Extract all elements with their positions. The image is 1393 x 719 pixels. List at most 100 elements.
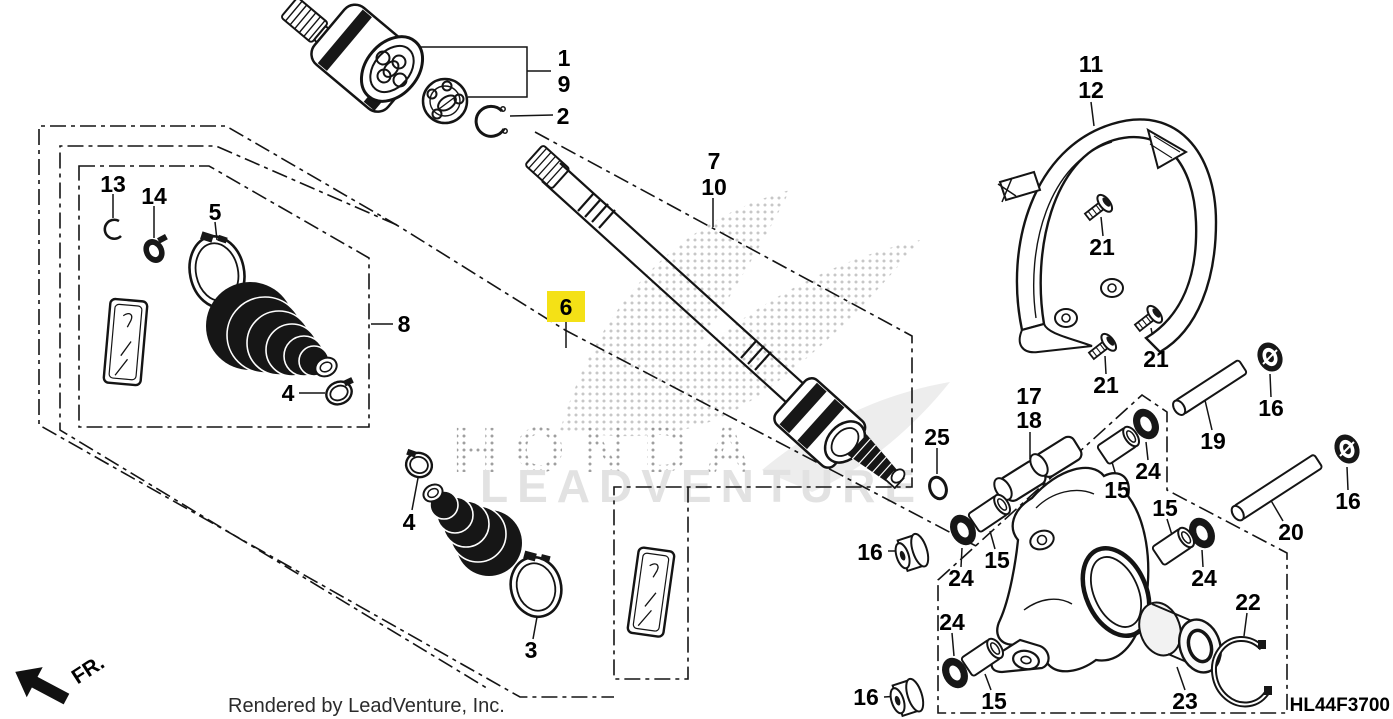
dust-seal-24-b-drawing[interactable] (1184, 513, 1220, 553)
seal-16-upper-drawing[interactable] (1253, 338, 1287, 375)
set-ring-13-drawing[interactable] (103, 218, 122, 241)
callout-number: 20 (1278, 519, 1304, 545)
callout-number: 4 (403, 509, 416, 535)
dust-seal-24-d-drawing[interactable] (937, 653, 973, 693)
boot-clamp-4-lower-drawing[interactable] (403, 448, 436, 481)
callout-number: 6 (560, 294, 573, 320)
callout-number: 22 (1235, 589, 1261, 615)
bearing-23-drawing[interactable] (1133, 597, 1228, 678)
front-direction-indicator: FR. (15, 651, 109, 705)
callout-number: 9 (558, 71, 571, 97)
dowel-pin-20-drawing[interactable] (1229, 454, 1323, 522)
callout-number: 10 (701, 174, 727, 200)
part-callout-24[interactable]: 24 (1135, 458, 1161, 484)
boot-band-3-drawing[interactable] (504, 550, 567, 623)
inboard-joint-drawing[interactable] (281, 0, 435, 117)
cap-16-lower-drawing[interactable] (887, 677, 927, 719)
part-callout-12[interactable]: 12 (1078, 77, 1104, 103)
dust-seal-24-c-drawing[interactable] (945, 510, 981, 550)
callout-number: 5 (209, 199, 222, 225)
driveshaft-drawing[interactable] (525, 145, 807, 405)
part-callout-16[interactable]: 16 (1258, 395, 1284, 421)
part-callout-17[interactable]: 17 (1016, 383, 1042, 409)
part-callout-5[interactable]: 5 (209, 199, 222, 225)
snap-ring-2-drawing[interactable] (474, 104, 508, 138)
part-callout-24[interactable]: 24 (1191, 565, 1217, 591)
inboard-boot-drawing[interactable] (206, 282, 340, 380)
seal-16-right-drawing[interactable] (1330, 430, 1364, 467)
footer-credit: Rendered by LeadVenture, Inc. (228, 695, 505, 717)
callout-number: 14 (141, 183, 167, 209)
bushing-15-b-drawing[interactable] (1151, 525, 1197, 566)
part-callout-15[interactable]: 15 (1104, 477, 1130, 503)
part-callout-14[interactable]: 14 (141, 183, 167, 209)
part-callout-4[interactable]: 4 (403, 509, 416, 535)
part-callout-22[interactable]: 22 (1235, 589, 1261, 615)
knuckle-drawing[interactable] (990, 434, 1162, 674)
part-callout-24[interactable]: 24 (948, 565, 974, 591)
knuckle-box-17-18 (937, 393, 1288, 714)
stopper-ring-14-drawing[interactable] (139, 234, 168, 267)
diagram-code: HL44F3700 (1290, 695, 1390, 716)
o-ring-25-drawing[interactable] (927, 475, 950, 501)
dust-seal-24-a-drawing[interactable] (1128, 404, 1164, 444)
part-callout-10[interactable]: 10 (701, 174, 727, 200)
snap-ring-22-drawing[interactable] (1210, 636, 1272, 708)
watermark-brand-text: HONDA (453, 414, 768, 486)
honda-wing-watermark (560, 190, 920, 437)
part-callout-8[interactable]: 8 (398, 311, 411, 337)
part-callout-7[interactable]: 7 (708, 148, 721, 174)
part-callout-21[interactable]: 21 (1143, 346, 1169, 372)
screw-21-mid-drawing[interactable] (1131, 303, 1165, 335)
part-callout-3[interactable]: 3 (525, 637, 538, 663)
part-callout-15[interactable]: 15 (1152, 495, 1178, 521)
bushing-15-c-drawing[interactable] (967, 492, 1013, 533)
callout-number: 3 (525, 637, 538, 663)
callout-number: 8 (398, 311, 411, 337)
bushing-15-d-drawing[interactable] (960, 636, 1006, 677)
outboard-boot-drawing[interactable] (420, 481, 522, 576)
fr-label: FR. (68, 651, 109, 689)
outboard-joint-drawing[interactable] (771, 375, 909, 494)
callout-number: 23 (1172, 688, 1198, 714)
part-callout-15[interactable]: 15 (984, 547, 1010, 573)
grease-packet-upper-drawing[interactable] (102, 297, 149, 387)
screw-21-top-drawing[interactable] (1081, 192, 1115, 224)
callout-number: 1 (558, 45, 571, 71)
part-callout-4[interactable]: 4 (282, 380, 295, 406)
part-callout-19[interactable]: 19 (1200, 428, 1226, 454)
grease-packet-lower-drawing[interactable] (626, 546, 676, 638)
part-callout-1[interactable]: 1 (558, 45, 571, 71)
bushing-15-a-drawing[interactable] (1096, 424, 1142, 465)
part-callout-18[interactable]: 18 (1016, 407, 1042, 433)
part-callout-24[interactable]: 24 (939, 609, 965, 635)
part-callout-15[interactable]: 15 (981, 688, 1007, 714)
cap-16-upper-drawing[interactable] (892, 532, 932, 574)
fr-arrow-icon (15, 667, 70, 705)
part-callout-6-selected[interactable]: 6 (547, 291, 585, 322)
part-callout-21[interactable]: 21 (1089, 234, 1115, 260)
callout-number: 16 (853, 684, 879, 710)
callout-number: 2 (557, 103, 570, 129)
dowel-pin-19-drawing[interactable] (1171, 359, 1248, 418)
screw-21-bottom-drawing[interactable] (1085, 331, 1119, 363)
outer-assembly-box (38, 125, 977, 698)
spider-ring-drawing[interactable] (421, 77, 469, 125)
part-callout-11[interactable]: 11 (1079, 51, 1104, 77)
callout-number: 21 (1093, 372, 1119, 398)
part-callout-16[interactable]: 16 (853, 684, 879, 710)
part-callout-2[interactable]: 2 (557, 103, 570, 129)
part-callout-16[interactable]: 16 (857, 539, 883, 565)
part-callout-21[interactable]: 21 (1093, 372, 1119, 398)
part-callout-25[interactable]: 25 (924, 424, 950, 450)
boot-clamp-4-upper-drawing[interactable] (323, 377, 356, 408)
brake-guard-drawing[interactable] (997, 118, 1218, 354)
part-callout-13[interactable]: 13 (100, 171, 126, 197)
part-callout-16[interactable]: 16 (1335, 488, 1361, 514)
callout-number: 18 (1016, 407, 1042, 433)
part-callout-20[interactable]: 20 (1278, 519, 1304, 545)
callout-number: 17 (1016, 383, 1042, 409)
part-callout-23[interactable]: 23 (1172, 688, 1198, 714)
part-callout-9[interactable]: 9 (558, 71, 571, 97)
